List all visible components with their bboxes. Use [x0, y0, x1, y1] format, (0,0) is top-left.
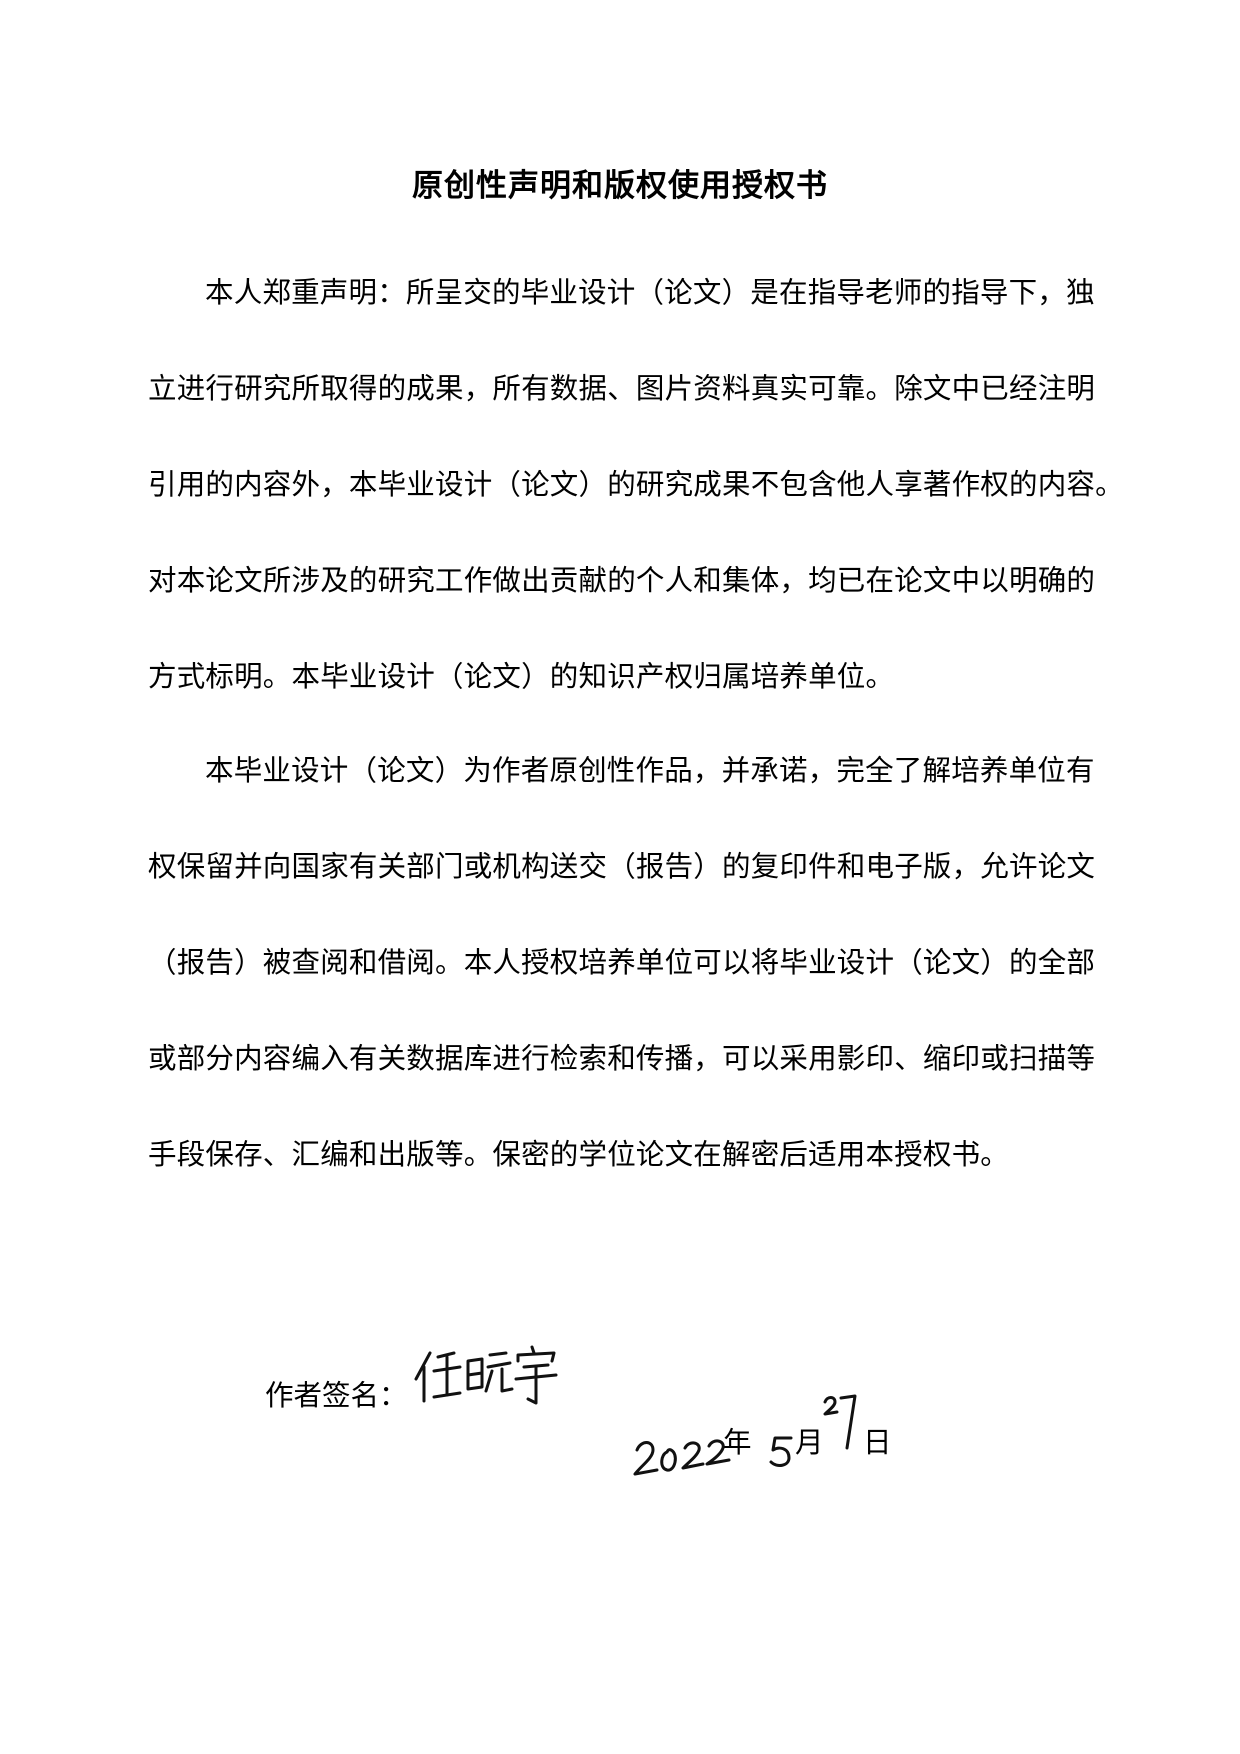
- handwritten-signature: [414, 1345, 558, 1405]
- month-unit: 月: [795, 1426, 824, 1459]
- day-unit: 日: [863, 1426, 892, 1459]
- handwritten-day: [823, 1394, 857, 1450]
- paragraph2-line: 本毕业设计（论文）为作者原创性作品，并承诺，完全了解培养单位有: [205, 754, 1095, 787]
- paragraph2-line: 权保留并向国家有关部门或机构送交（报告）的复印件和电子版，允许论文: [148, 850, 1096, 883]
- page-title: 原创性声明和版权使用授权书: [412, 168, 828, 204]
- year-unit: 年: [723, 1426, 752, 1459]
- paragraph1-line: 引用的内容外，本毕业设计（论文）的研究成果不包含他人享著作权的内容。: [148, 468, 1124, 501]
- paragraph1-line: 对本论文所涉及的研究工作做出贡献的个人和集体，均已在论文中以明确的: [148, 564, 1096, 597]
- signature-date: 年 月 日: [633, 1394, 933, 1500]
- paragraph1-line: 本人郑重声明：所呈交的毕业设计（论文）是在指导老师的指导下，独: [205, 276, 1095, 309]
- handwritten-year: [633, 1439, 731, 1476]
- paragraph1-line: 方式标明。本毕业设计（论文）的知识产权归属培养单位。: [148, 660, 895, 693]
- paragraph1-line: 立进行研究所取得的成果，所有数据、图片资料真实可靠。除文中已经注明: [148, 372, 1096, 405]
- paragraph2-line: 或部分内容编入有关数据库进行检索和传播，可以采用影印、缩印或扫描等: [148, 1042, 1096, 1075]
- paragraph2-line: 手段保存、汇编和出版等。保密的学位论文在解密后适用本授权书。: [148, 1138, 1010, 1171]
- handwritten-month: [769, 1436, 793, 1467]
- author-signature-label: 作者签名：: [265, 1379, 408, 1412]
- paragraph2-line: （报告）被查阅和借阅。本人授权培养单位可以将毕业设计（论文）的全部: [148, 946, 1096, 979]
